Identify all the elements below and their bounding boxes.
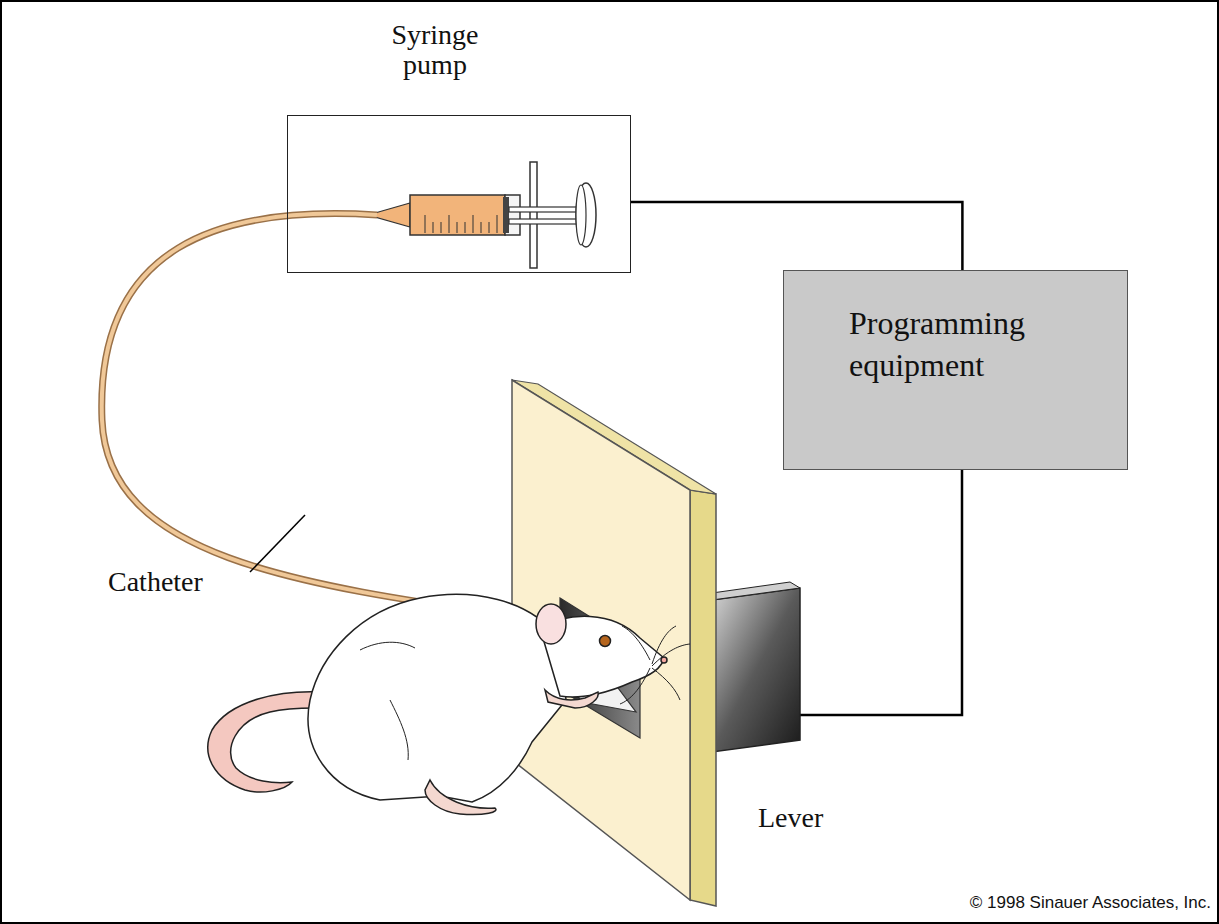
box-outline	[287, 115, 631, 273]
wire	[800, 470, 962, 715]
leader-line	[250, 515, 305, 572]
rat	[208, 594, 690, 814]
copyright-note: © 1998 Sinauer Associates, Inc.	[970, 893, 1211, 913]
box-text: Programming equipment	[849, 303, 1107, 386]
syringe	[375, 162, 596, 268]
wire-connector	[631, 202, 962, 270]
box-heading: Syringe pump	[375, 20, 495, 80]
equipment-box: Programming equipment	[783, 270, 1128, 470]
pump-box: Syringe pump	[287, 20, 631, 273]
lever-housing	[705, 582, 800, 752]
part-label: Catheter	[108, 566, 203, 598]
part-label: Lever	[758, 802, 823, 834]
catheter-tube	[102, 214, 540, 620]
